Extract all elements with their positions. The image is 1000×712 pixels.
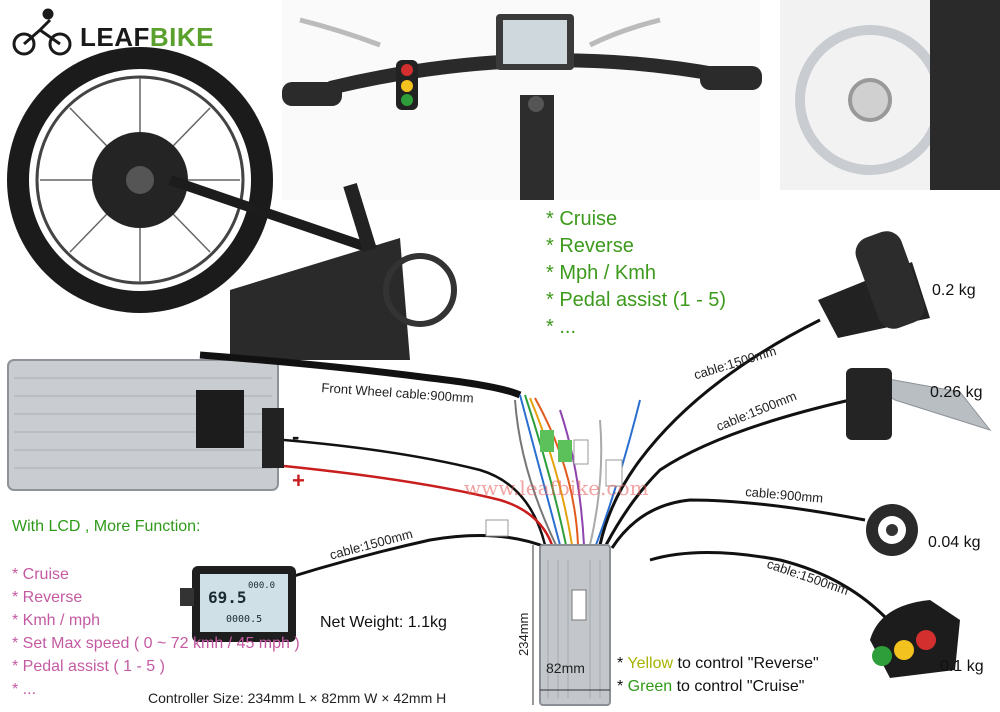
watermark: www.leafbike.com xyxy=(464,476,649,500)
feature-item: * Mph / Kmh xyxy=(546,262,657,284)
throttle-grip xyxy=(818,231,930,338)
main-wires xyxy=(199,318,907,641)
controller-width-label: 82mm xyxy=(546,660,585,676)
controller-size-text: Controller Size: 234mm L × 82mm W × 42mm… xyxy=(148,690,447,706)
pas-mount-photo xyxy=(780,0,1000,190)
brake-lever xyxy=(846,368,992,440)
lcd-bottom-value: 0000.5 xyxy=(226,614,262,625)
feature-list-top: * Cruise * Reverse * Mph / Kmh * Pedal a… xyxy=(546,206,726,341)
lcd-feature-item: * Kmh / mph xyxy=(12,612,101,629)
cruise-reverse-switch xyxy=(870,600,960,678)
feature-item: * Cruise xyxy=(546,208,618,230)
lcd-feature-item: * ... xyxy=(12,681,37,698)
battery-pack xyxy=(7,359,284,491)
feature-item: * ... xyxy=(546,316,577,338)
logo-rider-icon xyxy=(12,8,72,56)
handlebar-photo xyxy=(282,0,762,200)
feature-item: * Pedal assist (1 - 5) xyxy=(546,289,727,311)
switch-weight: 0.1 kg xyxy=(940,658,984,675)
lcd-speed: 69.5 xyxy=(208,588,247,607)
controller-height-label: 234mm xyxy=(516,612,531,656)
pas-sensor xyxy=(866,504,918,556)
motor-wheel-photo xyxy=(7,47,457,360)
net-weight: Net Weight: 1.1kg xyxy=(320,614,447,631)
brake-weight: 0.26 kg xyxy=(930,384,983,401)
switch-legend: * Yellow to control "Reverse" * Green to… xyxy=(617,652,819,698)
lcd-top-value: 000.0 xyxy=(248,581,275,591)
lcd-feature-item: * Pedal assist ( 1 - 5 ) xyxy=(12,658,165,675)
pas-weight: 0.04 kg xyxy=(928,534,981,551)
controller-box xyxy=(532,544,611,706)
battery-positive-label: + xyxy=(292,468,305,493)
lcd-feature-item: * Reverse xyxy=(12,589,83,606)
connectors xyxy=(485,430,623,537)
brand-logo: LEAFBIKE xyxy=(80,22,215,52)
feature-item: * Reverse xyxy=(546,235,634,257)
lcd-display: 69.5 000.0 0000.5 xyxy=(180,566,296,642)
throttle-weight: 0.2 kg xyxy=(932,282,976,299)
lcd-feature-item: * Cruise xyxy=(12,566,69,583)
lcd-section-heading: With LCD , More Function: xyxy=(12,518,201,535)
legend-line-green: * Green to control "Cruise" xyxy=(617,678,805,695)
lcd-feature-item: * Set Max speed ( 0 ~ 72 kmh / 45 mph ) xyxy=(12,635,300,652)
legend-line-yellow: * Yellow to control "Reverse" xyxy=(617,655,819,672)
battery-negative-label: - xyxy=(292,424,300,449)
lcd-feature-list: * Cruise * Reverse * Kmh / mph * Set Max… xyxy=(12,563,300,701)
